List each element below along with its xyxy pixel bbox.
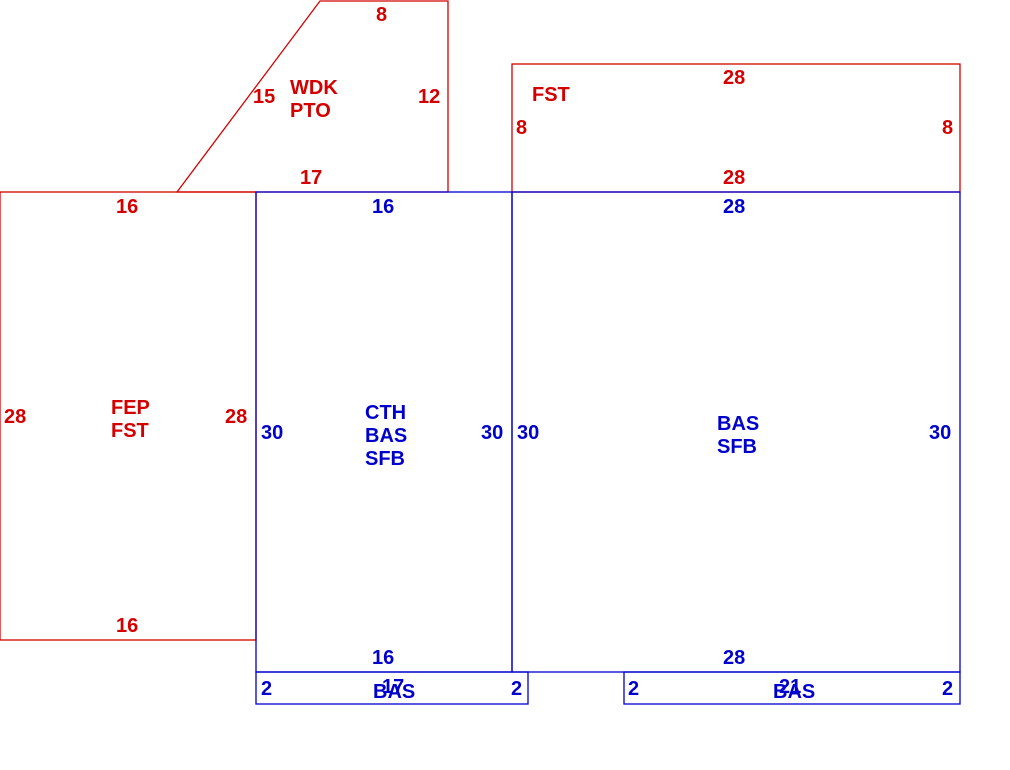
area-fep-fst: 16 28 28 16 FEP FST (0, 191, 257, 641)
area-fst-top: 28 8 8 28 FST (511, 63, 961, 193)
wdk-pto-dim-top: 8 (376, 4, 387, 26)
fst-top-dim-top: 28 (723, 67, 745, 89)
bas-small-left-label-1: BAS (373, 681, 415, 703)
cth-bas-sfb-label-2: BAS (365, 425, 407, 447)
bas-small-left-dim-right: 2 (511, 678, 522, 700)
cth-bas-sfb-label-1: CTH (365, 402, 406, 424)
bas-sfb-dim-top: 28 (723, 196, 745, 218)
fep-fst-dim-right: 28 (225, 406, 247, 428)
bas-small-right-dim-right: 2 (942, 678, 953, 700)
bas-small-right-label-1: BAS (773, 681, 815, 703)
bas-small-right-dim-left: 2 (628, 678, 639, 700)
bas-sfb-label-1: BAS (717, 413, 759, 435)
area-bas-small-left: 2 2 17 BAS (255, 671, 529, 705)
cth-bas-sfb-dim-bottom: 16 (372, 647, 394, 669)
fst-top-dim-bottom: 28 (723, 167, 745, 189)
cth-bas-sfb-label-3: SFB (365, 448, 405, 470)
bas-sfb-dim-bottom: 28 (723, 647, 745, 669)
bas-sfb-dim-right: 30 (929, 422, 951, 444)
cth-bas-sfb-dim-top: 16 (372, 196, 394, 218)
cth-bas-sfb-dim-left: 30 (261, 422, 283, 444)
wdk-pto-dim-right: 12 (418, 86, 440, 108)
area-bas-small-right-outline (623, 671, 961, 705)
wdk-pto-dim-bottom: 17 (300, 167, 322, 189)
fst-top-dim-left: 8 (516, 117, 527, 139)
fep-fst-dim-bottom: 16 (116, 615, 138, 637)
area-cth-bas-sfb: 16 30 30 16 CTH BAS SFB (255, 191, 513, 673)
wdk-pto-label-2: PTO (290, 100, 331, 122)
fep-fst-label-2: FST (111, 420, 149, 442)
area-bas-small-left-outline (255, 671, 529, 705)
bas-small-right-dim-bottom: 21 (779, 676, 801, 698)
bas-small-left-dim-left: 2 (261, 678, 272, 700)
bas-small-left-dim-bottom: 17 (382, 676, 404, 698)
fep-fst-label-1: FEP (111, 397, 150, 419)
cth-bas-sfb-dim-right: 30 (481, 422, 503, 444)
wdk-pto-dim-left: 15 (253, 86, 275, 108)
fst-top-dim-right: 8 (942, 117, 953, 139)
bas-sfb-dim-left: 30 (517, 422, 539, 444)
fep-fst-dim-top: 16 (116, 196, 138, 218)
area-bas-sfb: 28 30 30 28 BAS SFB (511, 191, 961, 673)
bas-sfb-label-2: SFB (717, 436, 757, 458)
fst-top-label-1: FST (532, 84, 570, 106)
area-wdk-pto: 8 15 12 17 WDK PTO (175, 0, 449, 193)
fep-fst-dim-left: 28 (4, 406, 26, 428)
area-bas-small-right: 2 2 21 BAS (623, 671, 961, 705)
wdk-pto-label-1: WDK (290, 77, 338, 99)
